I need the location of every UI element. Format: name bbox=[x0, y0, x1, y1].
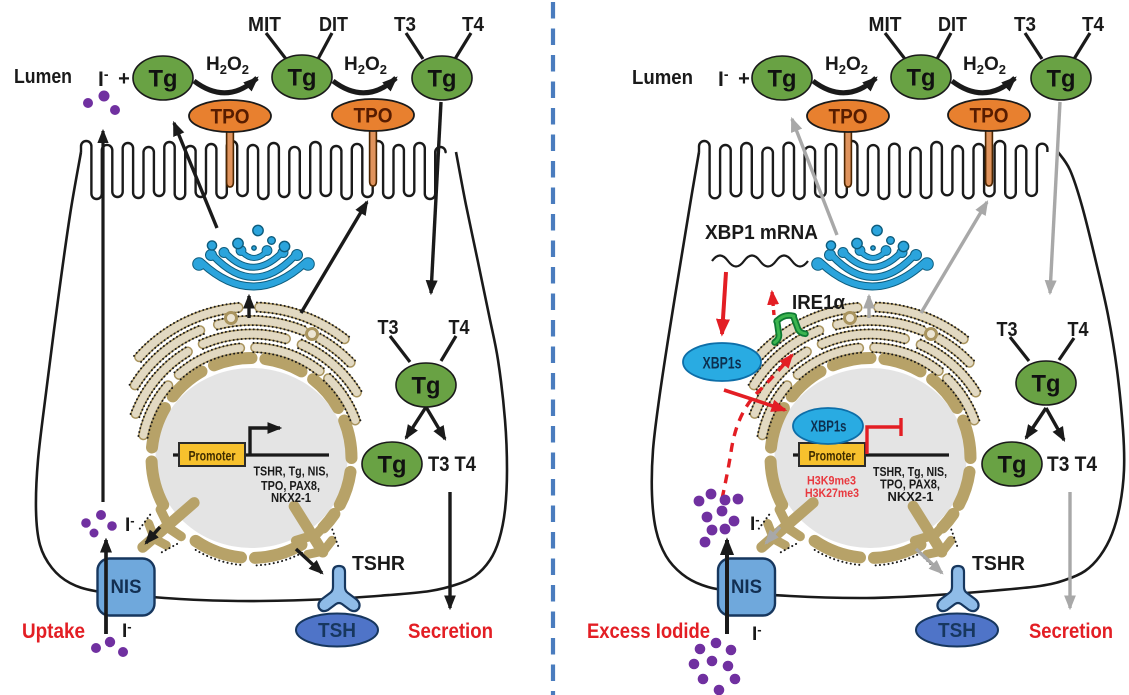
svg-text:DIT: DIT bbox=[319, 14, 348, 36]
svg-text:IRE1α: IRE1α bbox=[792, 292, 846, 314]
svg-text:Lumen: Lumen bbox=[14, 66, 72, 88]
svg-text:Excess Iodide: Excess Iodide bbox=[587, 620, 710, 643]
svg-text:XBP1s: XBP1s bbox=[811, 419, 847, 436]
svg-text:Secretion: Secretion bbox=[1029, 620, 1113, 643]
svg-text:TSHR, Tg, NIS,: TSHR, Tg, NIS, bbox=[254, 465, 329, 479]
svg-text:T4: T4 bbox=[1082, 14, 1105, 36]
svg-text:T3: T3 bbox=[1014, 14, 1036, 36]
svg-text:Promoter: Promoter bbox=[809, 448, 856, 464]
svg-text:T3: T3 bbox=[997, 319, 1018, 341]
svg-text:NKX2-1: NKX2-1 bbox=[271, 491, 311, 505]
svg-text:MIT: MIT bbox=[869, 14, 902, 36]
svg-text:XBP1 mRNA: XBP1 mRNA bbox=[705, 222, 818, 244]
svg-text:NKX2-1: NKX2-1 bbox=[888, 490, 934, 504]
svg-text:T4: T4 bbox=[1068, 319, 1090, 341]
svg-text:T4: T4 bbox=[449, 317, 471, 339]
svg-text:I-: I- bbox=[122, 619, 132, 642]
svg-text:Uptake: Uptake bbox=[22, 620, 85, 643]
svg-text:T4: T4 bbox=[462, 14, 485, 36]
svg-text:DIT: DIT bbox=[938, 14, 967, 36]
svg-text:T3 T4: T3 T4 bbox=[428, 453, 476, 476]
svg-text:Secretion: Secretion bbox=[408, 620, 493, 643]
svg-text:H2O2: H2O2 bbox=[825, 54, 868, 77]
svg-text:I-: I- bbox=[750, 512, 760, 535]
svg-text:H2O2: H2O2 bbox=[963, 54, 1006, 77]
svg-text:I-: I- bbox=[98, 66, 109, 91]
svg-text:TSHR: TSHR bbox=[352, 553, 406, 575]
svg-text:T3: T3 bbox=[394, 14, 416, 36]
svg-text:XBP1s: XBP1s bbox=[703, 354, 742, 373]
svg-text:I-: I- bbox=[125, 513, 135, 536]
svg-text:T3 T4: T3 T4 bbox=[1047, 453, 1097, 476]
svg-text:H3K27me3: H3K27me3 bbox=[805, 486, 859, 500]
svg-text:TSHR: TSHR bbox=[972, 553, 1026, 575]
svg-text:H3K9me3: H3K9me3 bbox=[807, 474, 856, 488]
svg-text:I-: I- bbox=[718, 66, 729, 91]
svg-text:+: + bbox=[738, 68, 750, 90]
svg-text:+: + bbox=[118, 68, 130, 90]
svg-text:TPO, PAX8,: TPO, PAX8, bbox=[880, 478, 940, 492]
svg-text:Lumen: Lumen bbox=[632, 67, 693, 89]
svg-text:T3: T3 bbox=[378, 317, 399, 339]
svg-text:TSHR, Tg, NIS,: TSHR, Tg, NIS, bbox=[873, 465, 947, 479]
svg-text:Promoter: Promoter bbox=[189, 448, 236, 464]
svg-text:MIT: MIT bbox=[248, 14, 281, 36]
svg-text:H2O2: H2O2 bbox=[206, 54, 249, 77]
svg-text:I-: I- bbox=[752, 622, 762, 645]
svg-text:TPO, PAX8,: TPO, PAX8, bbox=[261, 479, 320, 493]
svg-text:H2O2: H2O2 bbox=[344, 54, 387, 77]
